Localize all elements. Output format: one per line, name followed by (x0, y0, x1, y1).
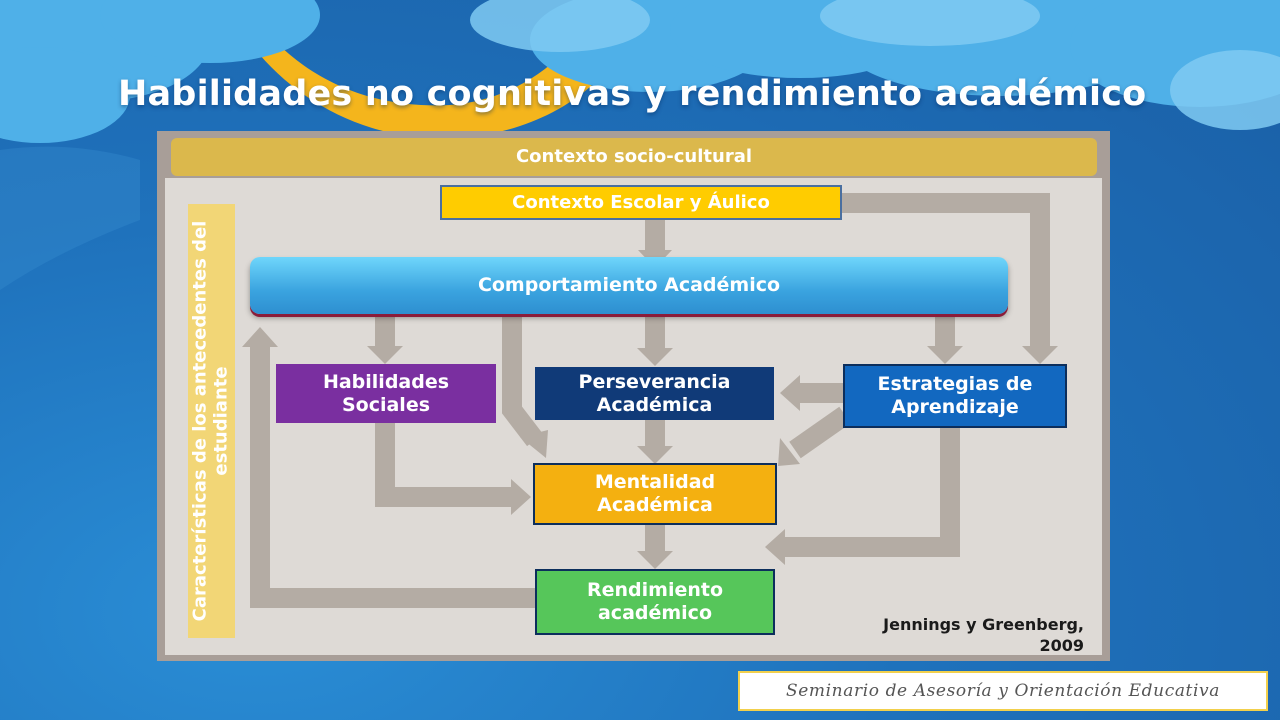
academic-mindset-box: Mentalidad Académica (533, 463, 777, 525)
student-background-label: Características de los antecedentes del … (189, 220, 231, 622)
student-background-bar (188, 204, 235, 638)
academic-behavior-box: Comportamiento Académico (250, 257, 1008, 314)
sun-crescent-icon (235, 0, 640, 139)
arrow-behavior-to-mindset (502, 314, 543, 447)
social-skills-box: Habilidades Sociales (276, 364, 496, 423)
sociocultural-context-box: Contexto socio-cultural (171, 138, 1097, 176)
arrow-strategies-to-mindset (789, 406, 851, 459)
arrow-strategies-to-performance (783, 428, 960, 557)
slide-title: Habilidades no cognitivas y rendimiento … (118, 74, 1147, 114)
academic-perseverance-box: Perseverancia Académica (535, 367, 774, 420)
citation: Jennings y Greenberg, 2009 (883, 615, 1084, 657)
footer-seminar-label: Seminario de Asesoría y Orientación Educ… (738, 671, 1268, 711)
arrow-performance-feedback (250, 345, 535, 608)
arrow-social-to-mindset (375, 423, 513, 507)
cloud-icon (0, 0, 1280, 143)
citation-year: 2009 (1039, 635, 1084, 655)
academic-performance-box: Rendimiento académico (535, 569, 775, 635)
school-context-box: Contexto Escolar y Áulico (440, 185, 842, 220)
learning-strategies-box: Estrategias de Aprendizaje (843, 364, 1067, 428)
arrow-school-to-strategies (842, 193, 1050, 348)
citation-authors: Jennings y Greenberg, (883, 615, 1084, 634)
